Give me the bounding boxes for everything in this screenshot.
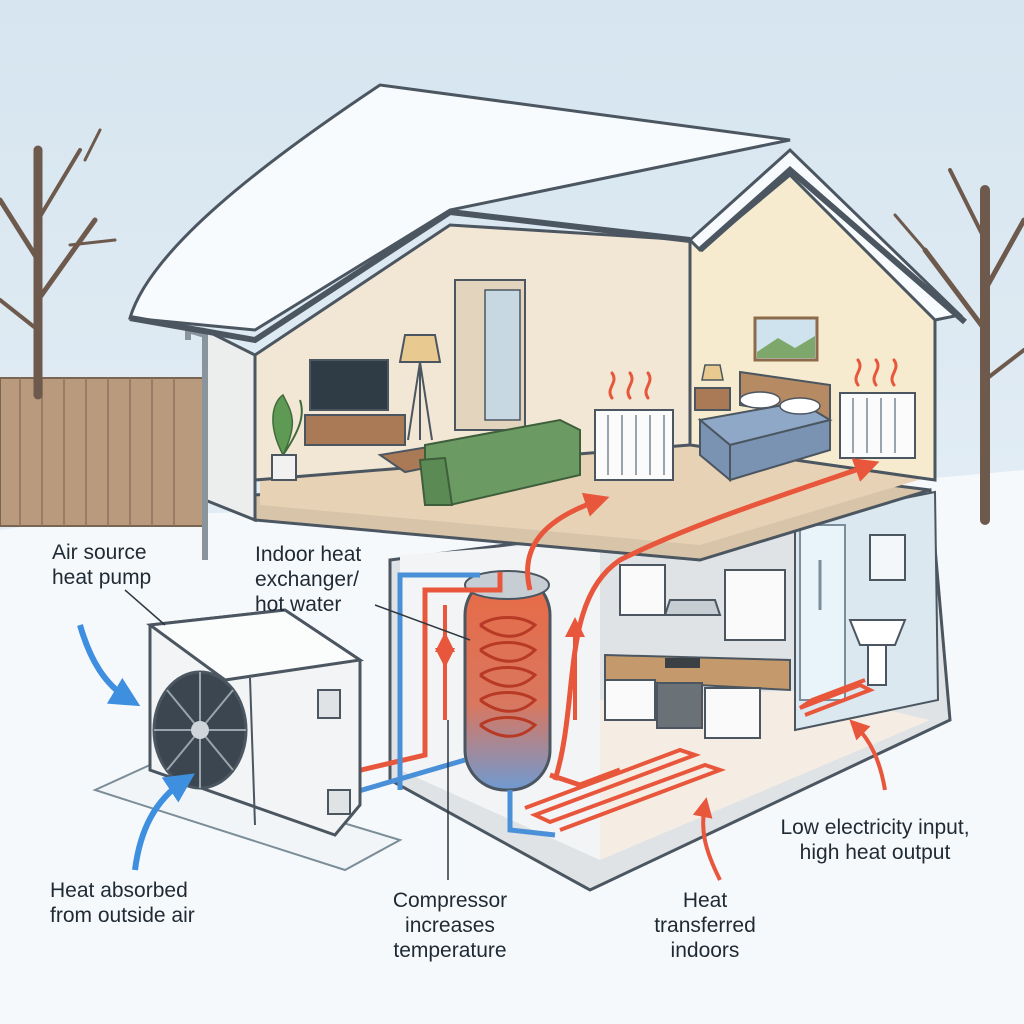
interior-door [454,279,526,431]
leader-exchanger [374,604,471,641]
heat-exchanger-coil [479,616,538,738]
bare-tree-right [893,168,1024,525]
fan-icon [152,670,248,790]
kitchen [604,564,791,739]
house-left-wall [203,327,257,523]
label-indoor-heat-exchanger: Indoor heat exchanger/ hot water [255,543,362,616]
bed [697,370,833,483]
heat-pump-unit [146,608,365,837]
leader-heat-pump [124,589,166,626]
cold-pipe-up [397,572,480,790]
bedside-lamp [694,364,731,411]
roof-eave-right [698,166,967,325]
roof-left [128,83,791,332]
flow-arrow-radiator [525,492,610,591]
label-compressor: Compressor increases temperature [392,889,508,962]
floor-lamp [398,334,442,441]
heat-wave-icon [854,358,898,387]
air-intake-arrow-bottom [132,773,195,871]
radiator-living [594,409,674,481]
wooden-fence [0,377,206,527]
label-air-source-heat-pump: Air source heat pump [52,541,152,589]
bare-tree-left [0,128,117,400]
underfloor-heating-kitchen [524,747,726,832]
air-intake-arrow-top [77,624,141,707]
kitchen-floor [600,690,930,860]
cold-pipe [344,757,466,798]
roof-eave-left [129,208,691,344]
return-pipe [507,790,556,838]
tv [304,359,406,446]
flow-arrow-bedroom [552,458,880,781]
label-heat-absorbed: Heat absorbed from outside air [50,879,195,927]
potted-plant [271,393,303,481]
hot-water-tank [463,570,552,792]
flow-arrow-bathroom [849,719,887,791]
wall-picture [753,316,819,362]
label-heat-transferred: Heat transferred indoors [654,889,756,962]
sofa [418,418,581,507]
supply-pipe [549,767,621,788]
flow-arrow-underfloor [692,797,722,881]
heat-wave-icon [608,371,652,400]
label-low-electricity: Low electricity input, high heat output [780,816,970,864]
underfloor-heating-bathroom [798,678,875,717]
hot-pipe [339,572,503,778]
bathroom [794,490,940,732]
radiator-bedroom [839,392,916,459]
